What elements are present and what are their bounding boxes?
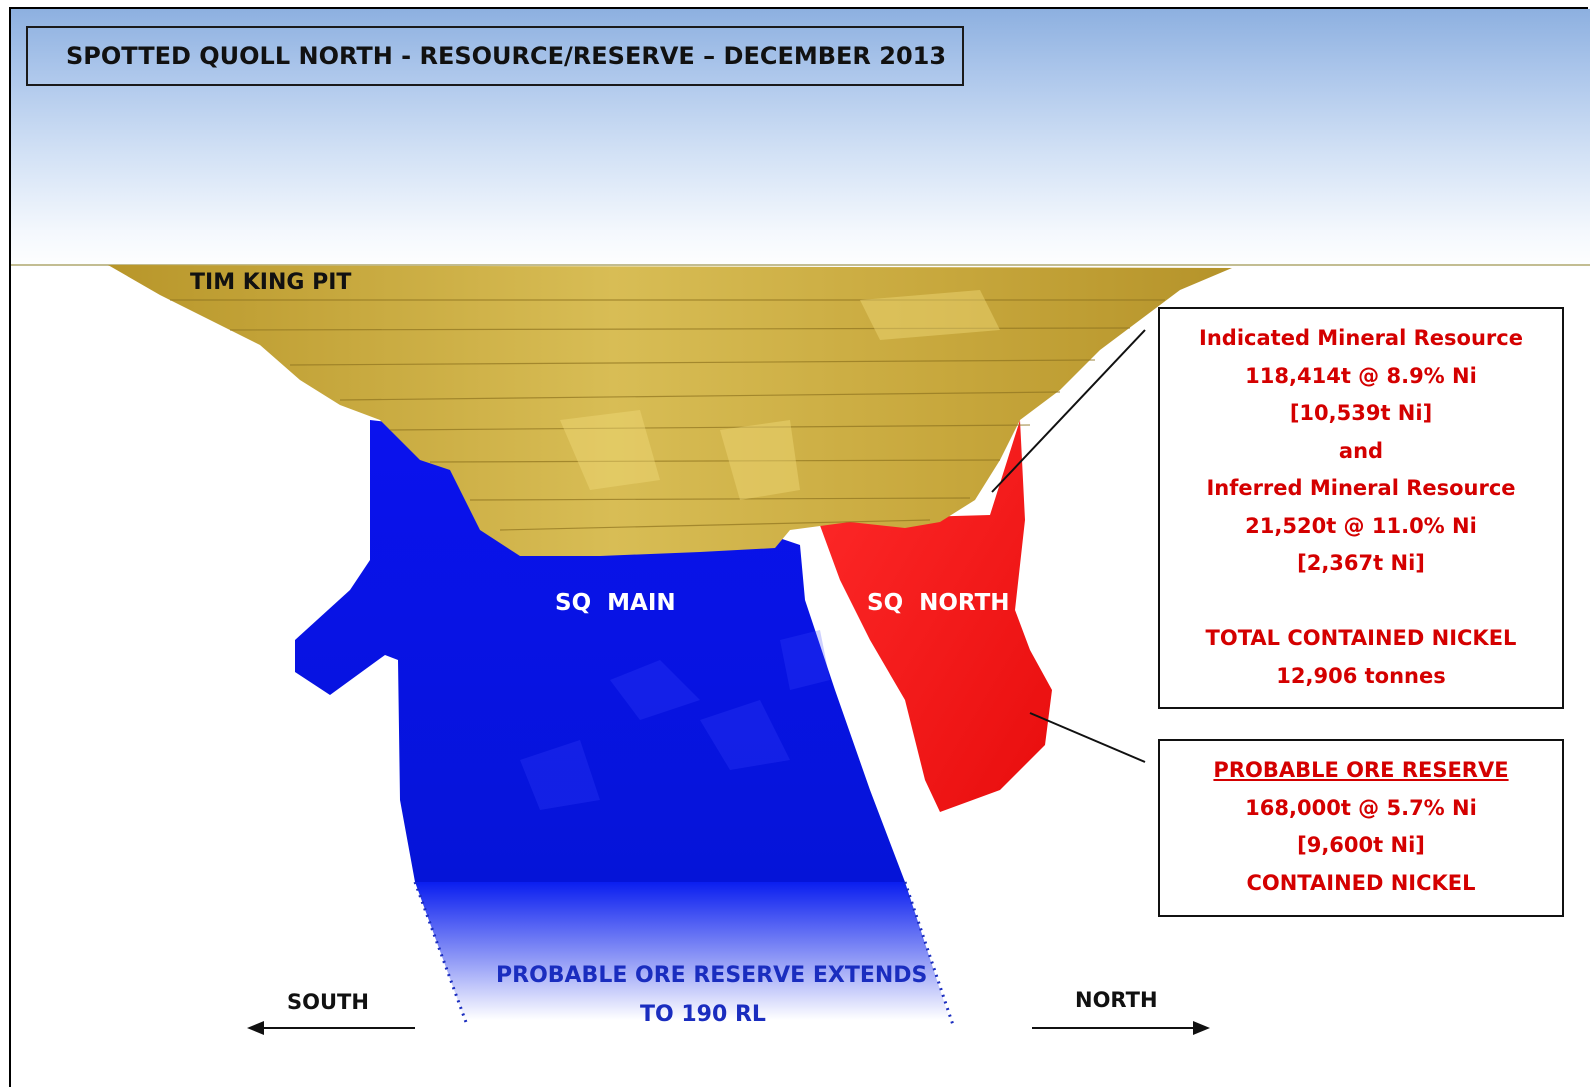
mineral-resource-box: Indicated Mineral Resource 118,414t @ 8.… bbox=[1158, 307, 1564, 709]
ore-reserve-grade: 168,000t @ 5.7% Ni bbox=[1245, 795, 1477, 820]
tim-king-pit bbox=[108, 265, 1232, 556]
reserve-extension-zone bbox=[415, 882, 950, 1020]
sq-main-label: SQ MAIN bbox=[555, 590, 676, 616]
ore-reserve-footer: CONTAINED NICKEL bbox=[1246, 870, 1476, 895]
spacer bbox=[1160, 583, 1562, 621]
north-arrow bbox=[1032, 1021, 1210, 1035]
south-arrow bbox=[247, 1021, 415, 1035]
resource-conjunction: and bbox=[1338, 438, 1384, 463]
north-label: NORTH bbox=[1075, 988, 1158, 1012]
ground-surface-line bbox=[11, 264, 1590, 266]
pit-highlights bbox=[560, 290, 1000, 500]
ore-reserve-contained: [9,600t Ni] bbox=[1297, 833, 1425, 857]
page-title: SPOTTED QUOLL NORTH - RESOURCE/RESERVE –… bbox=[26, 26, 964, 86]
sky-background bbox=[11, 9, 1590, 271]
sq-north-orebody bbox=[818, 420, 1052, 812]
reserve-extension-left-dotted bbox=[413, 881, 469, 1026]
reserve-extends-line1: PROBABLE ORE RESERVE EXTENDS bbox=[496, 963, 928, 988]
ore-reserve-box: PROBABLE ORE RESERVE 168,000t @ 5.7% Ni … bbox=[1158, 739, 1564, 917]
sq-north-label: SQ NORTH bbox=[867, 590, 1010, 616]
pit-label: TIM KING PIT bbox=[190, 270, 352, 295]
indicated-resource-contained: [10,539t Ni] bbox=[1289, 401, 1433, 425]
south-label: SOUTH bbox=[287, 990, 369, 1014]
pit-bench-lines bbox=[170, 299, 1165, 531]
inferred-resource-title: Inferred Mineral Resource bbox=[1206, 476, 1516, 500]
inferred-resource-contained: [2,367t Ni] bbox=[1297, 551, 1425, 575]
indicated-resource-title: Indicated Mineral Resource bbox=[1199, 326, 1523, 350]
reserve-extends-line2: TO 190 RL bbox=[640, 1002, 766, 1027]
indicated-resource-grade: 118,414t @ 8.9% Ni bbox=[1245, 363, 1477, 388]
inferred-resource-grade: 21,520t @ 11.0% Ni bbox=[1245, 513, 1477, 538]
ore-reserve-title: PROBABLE ORE RESERVE bbox=[1213, 758, 1509, 782]
sq-main-texture bbox=[520, 630, 830, 810]
resource-leader-line bbox=[991, 329, 1146, 493]
reserve-leader-line bbox=[1029, 712, 1146, 763]
total-contained-value: 12,906 tonnes bbox=[1276, 663, 1446, 688]
total-contained-title: TOTAL CONTAINED NICKEL bbox=[1205, 626, 1517, 650]
